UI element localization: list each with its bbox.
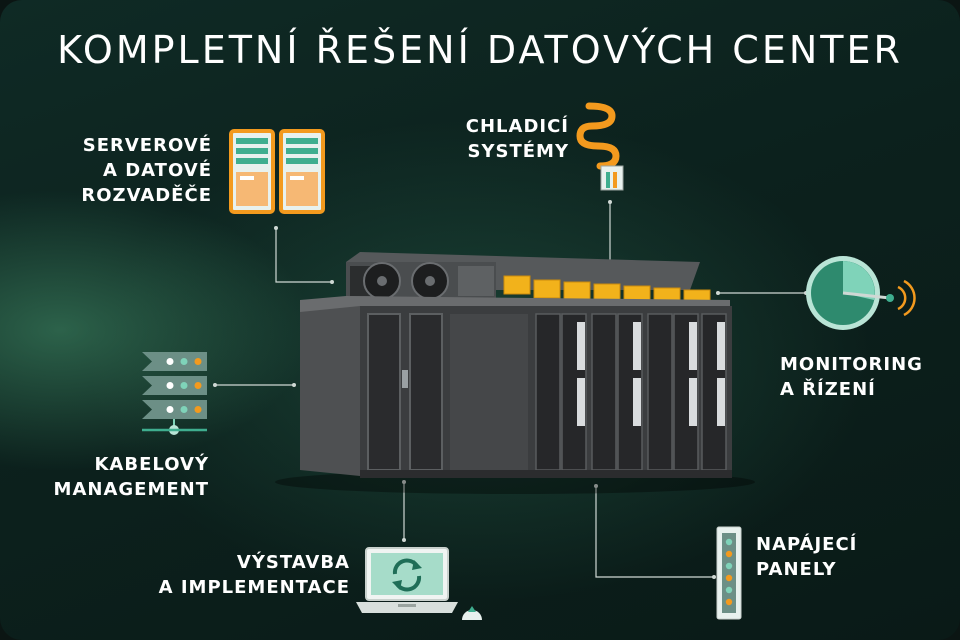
label-power: NAPÁJECÍ PANELY (756, 534, 858, 580)
cable-management-icon (142, 352, 207, 435)
page-title: KOMPLETNÍ ŘEŠENÍ DATOVÝCH CENTER (57, 28, 903, 72)
connector-servers (275, 228, 332, 283)
cooling-pipe-icon (576, 102, 624, 191)
monitoring-gauge-icon (806, 256, 916, 330)
label-monitoring: MONITORING A ŘÍZENÍ (780, 354, 923, 400)
laptop-sync-icon (356, 547, 482, 620)
connector-lines (215, 202, 806, 578)
power-panel-icon (716, 526, 742, 620)
label-servers: SERVEROVÉ A DATOVÉ ROZVADĚČE (81, 135, 212, 206)
label-build: VÝSTAVBA A IMPLEMENTACE (158, 552, 350, 598)
server-racks-icon (229, 129, 325, 214)
label-cable: KABELOVÝ MANAGEMENT (53, 454, 209, 500)
label-cooling: CHLADICÍ SYSTÉMY (465, 116, 569, 162)
connector-power (595, 486, 714, 578)
data-center-module (275, 252, 755, 494)
